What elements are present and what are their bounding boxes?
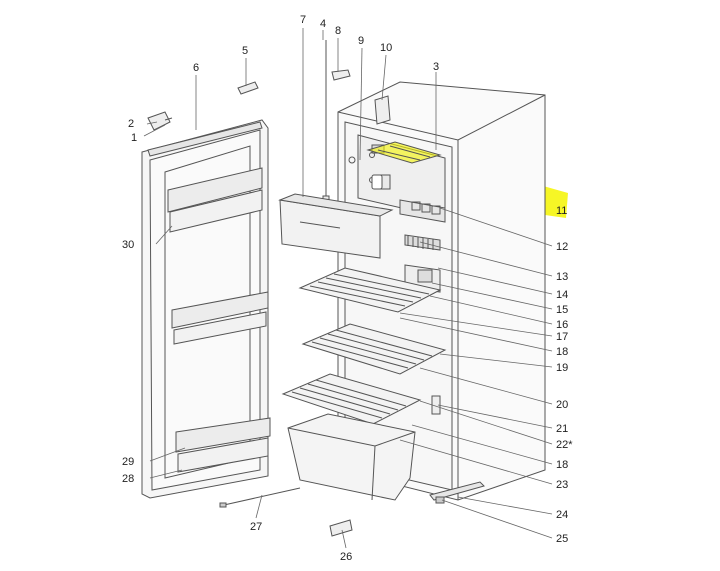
door-bin-middle	[171, 291, 269, 345]
callout-3: 3	[433, 61, 439, 73]
callout-1: 1	[131, 132, 137, 144]
callout-5: 5	[242, 45, 248, 57]
callout-6: 6	[193, 62, 199, 74]
callout-24: 24	[556, 509, 568, 521]
callout-11: 11	[556, 205, 567, 217]
callout-22: 22*	[556, 439, 573, 451]
callout-25: 25	[556, 533, 568, 545]
callout-14: 14	[556, 289, 568, 301]
callout-18a: 18	[556, 346, 568, 358]
leader-lines	[143, 28, 553, 549]
part-26-bracket	[329, 519, 353, 537]
wire-shelf-bottom	[281, 373, 422, 425]
wire-shelf-top	[298, 267, 442, 313]
callout-16: 16	[556, 319, 568, 331]
part-10-light-cover	[374, 95, 391, 125]
callout-27: 27	[250, 521, 262, 533]
callout-23: 23	[556, 479, 568, 491]
crisper-drawer	[287, 413, 416, 501]
callout-30: 30	[122, 239, 134, 251]
door	[141, 119, 271, 499]
callout-8: 8	[335, 25, 341, 37]
wire-shelf-middle	[301, 323, 447, 375]
callout-20: 20	[556, 399, 568, 411]
callout-13: 13	[556, 271, 568, 283]
callout-19: 19	[556, 362, 568, 374]
callout-7: 7	[300, 14, 306, 26]
callout-29: 29	[122, 456, 134, 468]
callout-18b: 18	[556, 459, 568, 471]
callout-labels: 1 2 3 4 5 6 7 8 9 10 11 12 13 14 15 16 1…	[122, 14, 573, 563]
callout-17: 17	[556, 331, 568, 343]
part-8-bracket	[331, 69, 351, 81]
part-25-foot	[435, 496, 445, 504]
freezer-shelf-highlighted	[366, 141, 442, 164]
evaporator-fins	[404, 234, 441, 251]
door-bin-top	[167, 167, 263, 233]
callout-15: 15	[556, 304, 568, 316]
callout-26: 26	[340, 551, 352, 563]
callout-10: 10	[380, 42, 392, 54]
callout-21: 21	[556, 423, 568, 435]
part-5-handle-clip	[237, 81, 259, 95]
crisper-lid	[278, 193, 394, 259]
door-bin-bottom	[175, 417, 271, 473]
callout-2: 2	[128, 118, 134, 130]
callout-12: 12	[556, 241, 568, 253]
callout-9: 9	[358, 35, 364, 47]
hinge-part-1-2	[147, 111, 173, 131]
callout-28: 28	[122, 473, 134, 485]
callout-4: 4	[320, 18, 326, 30]
part-4-rod	[322, 40, 330, 207]
